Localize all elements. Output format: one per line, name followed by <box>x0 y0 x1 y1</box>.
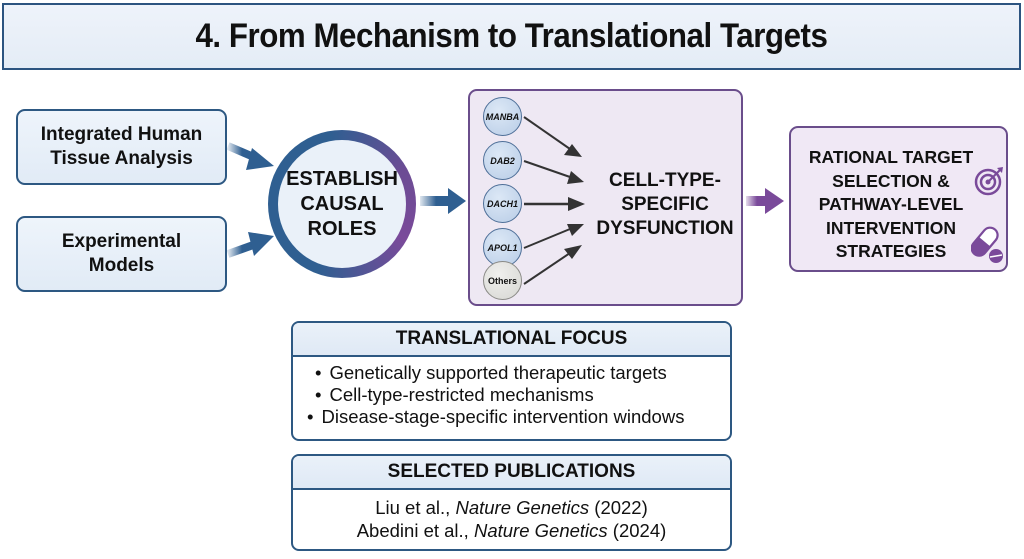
arrow-tissue-to-hub <box>226 142 274 170</box>
publication-journal: Nature Genetics <box>455 497 590 518</box>
input-label-line: Integrated Human <box>40 124 203 145</box>
hub-label-line: ROLES <box>307 217 377 240</box>
mechanism-panel: MANBA DAB2 DACH1 APOL1 Others CELL-TYPE-… <box>468 89 743 306</box>
hub-label-line: CAUSAL <box>300 192 384 215</box>
arrow-mechanism-to-target <box>746 188 784 214</box>
title-banner: 4. From Mechanism to Translational Targe… <box>2 3 1021 70</box>
hub-label-line: ESTABLISH <box>286 167 398 190</box>
publications-heading: SELECTED PUBLICATIONS <box>293 456 730 490</box>
focus-list-item: Cell-type-restricted mechanisms <box>293 384 730 406</box>
arrow-models-to-hub <box>226 232 274 258</box>
input-box-experimental-models: Experimental Models <box>16 216 227 292</box>
target-strategy-panel: RATIONAL TARGET SELECTION & PATHWAY-LEVE… <box>789 126 1008 272</box>
focus-list-item: Genetically supported therapeutic target… <box>293 362 730 384</box>
gene-arrows <box>523 116 585 285</box>
gene-node-others: Others <box>483 261 522 300</box>
target-label: RATIONAL TARGET SELECTION & PATHWAY-LEVE… <box>791 146 991 264</box>
input-label-line: Experimental <box>61 231 182 252</box>
publication-list: Liu et al., Nature Genetics (2022) Abedi… <box>293 490 730 542</box>
arrow-dach1 <box>524 197 585 211</box>
target-label-line: RATIONAL TARGET <box>808 147 974 167</box>
target-icon <box>974 167 1003 196</box>
publication-year: (2022) <box>589 497 648 518</box>
arrow-manba <box>523 116 582 157</box>
mechanism-label-line: CELL-TYPE- <box>609 170 721 191</box>
gene-node-manba: MANBA <box>483 97 522 136</box>
publication-authors: Abedini et al., <box>356 520 474 541</box>
gene-node-dab2: DAB2 <box>483 141 522 180</box>
translational-focus-heading: TRANSLATIONAL FOCUS <box>293 323 730 357</box>
publication-item: Liu et al., Nature Genetics (2022) <box>293 496 730 519</box>
mechanism-label-line: DYSFUNCTION <box>596 218 734 239</box>
focus-list-item: Disease-stage-specific intervention wind… <box>293 406 730 428</box>
input-box-tissue-analysis: Integrated Human Tissue Analysis <box>16 109 227 185</box>
target-label-line: PATHWAY-LEVEL <box>818 194 964 214</box>
arrow-hub-to-mechanism <box>420 188 466 214</box>
pill-icon <box>971 226 1003 263</box>
translational-focus-panel: TRANSLATIONAL FOCUS Genetically supporte… <box>291 321 732 441</box>
input-label-line: Tissue Analysis <box>50 148 193 169</box>
target-label-line: INTERVENTION <box>826 217 956 238</box>
target-label-line: STRATEGIES <box>835 241 947 261</box>
page-title: 4. From Mechanism to Translational Targe… <box>195 17 828 55</box>
selected-publications-panel: SELECTED PUBLICATIONS Liu et al., Nature… <box>291 454 732 551</box>
publication-year: (2024) <box>607 520 667 541</box>
arrow-dab2 <box>523 160 584 184</box>
arrow-others <box>523 245 582 285</box>
publication-item: Abedini et al., Nature Genetics (2024) <box>293 519 730 542</box>
hub-circle-establish-causal-roles: ESTABLISH CAUSAL ROLES <box>268 130 416 278</box>
input-label-line: Models <box>88 255 155 276</box>
publication-authors: Liu et al., <box>375 497 456 518</box>
focus-list: Genetically supported therapeutic target… <box>293 357 730 428</box>
publication-journal: Nature Genetics <box>473 520 608 541</box>
arrow-apol1 <box>523 224 584 249</box>
mechanism-label: CELL-TYPE- SPECIFIC DYSFUNCTION <box>590 169 740 241</box>
target-label-line: SELECTION & <box>832 170 950 191</box>
gene-node-dach1: DACH1 <box>483 184 522 223</box>
mechanism-label-line: SPECIFIC <box>621 194 709 215</box>
